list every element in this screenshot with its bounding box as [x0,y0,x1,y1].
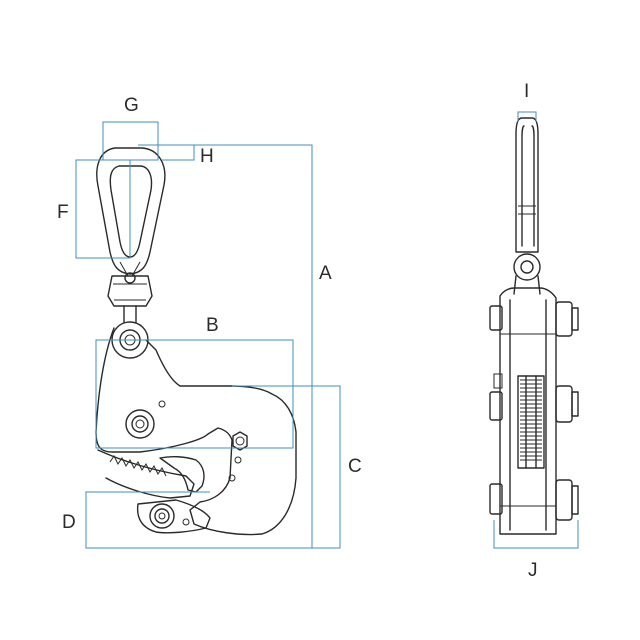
side-shackle [515,117,539,253]
label-a: A [319,263,332,284]
side-right-nuts [555,301,579,521]
side-swivel [513,253,541,295]
label-g: G [124,95,139,116]
label-i: I [524,81,529,102]
rivets [158,400,242,526]
side-left-nuts [489,305,503,515]
side-view [489,117,579,535]
label-b: B [206,315,219,336]
lower-jaw [136,499,211,534]
label-h: H [200,146,214,167]
front-dimensions [75,121,341,549]
side-dimensions [493,111,579,549]
center-bolt [125,409,155,439]
side-gear [517,375,545,469]
label-f: F [57,202,69,223]
shackle [96,147,166,277]
side-plates [499,287,557,535]
clamp-body [95,327,297,536]
front-view [95,147,297,536]
small-nut [232,431,248,451]
cam [159,455,205,493]
label-d: D [62,512,76,533]
dimension-labels: G H F A B C D I J [57,81,538,581]
lower-bolt [149,503,175,529]
label-c: C [348,456,362,477]
label-j: J [528,560,538,581]
swivel-link [107,272,153,323]
